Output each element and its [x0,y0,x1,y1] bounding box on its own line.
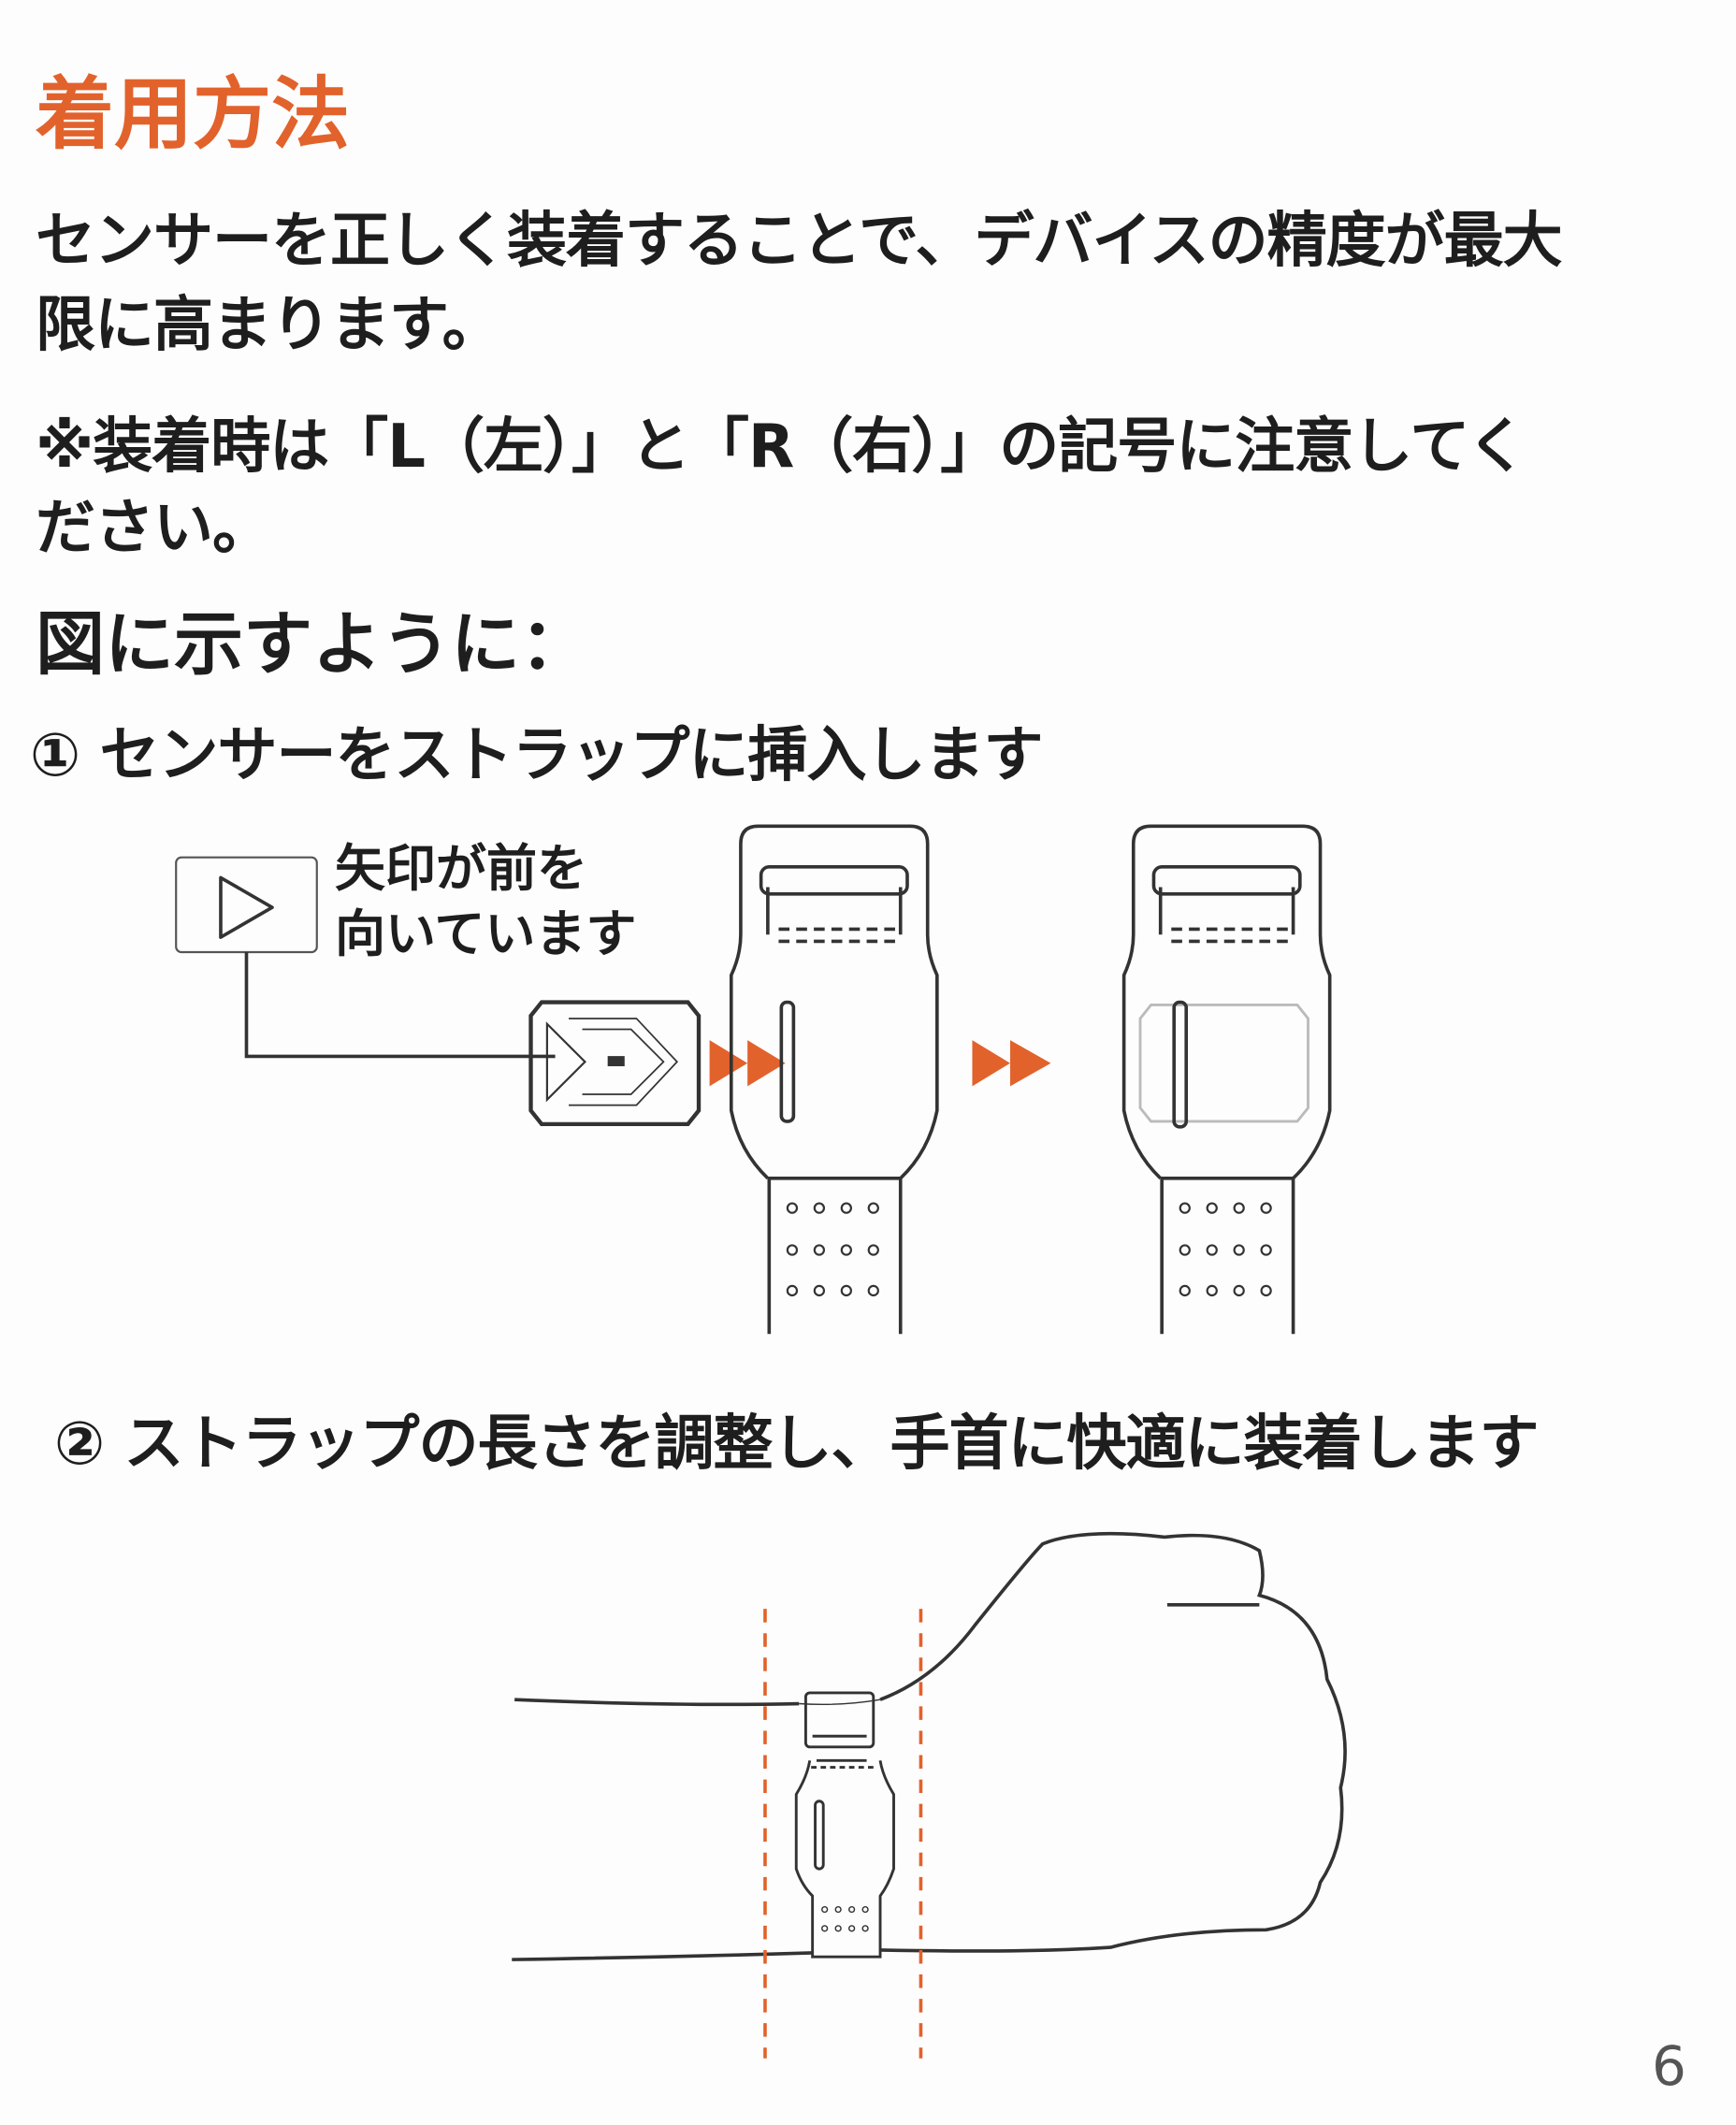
step-2-label: ② ストラップの長さを調整し、手首に快適に装着します [54,1409,1539,1479]
strap-with-sensor-icon [1121,824,1332,1335]
callout-line-1: 矢印が前を [335,839,587,898]
intro-line-2: 限に高まります。 [36,291,502,360]
page-title: 着用方法 [36,68,351,160]
page-number: 6 [1652,2034,1686,2098]
note-line-1: ※装着時は「L（左）」と「R（右）」の記号に注意してく [36,412,1526,482]
callout-line-2: 向いています [335,904,637,963]
orange-arrows-icon [709,1040,1051,1087]
sensor-device-icon [528,1000,702,1127]
note-line-2: ださい。 [36,494,272,563]
step-1-label: ① センサーをストラップに挿入します [30,721,1043,790]
wrist-guide-lines [763,1609,923,2059]
wrist-strap-icon [794,1691,895,1959]
wrist-hand-illustration [512,1531,1347,1961]
intro-line-1: センサーを正しく装着することで、デバイスの精度が最大 [36,207,1563,276]
strap-empty-icon [729,824,939,1335]
arrow-symbol-callout [175,856,556,1059]
section-heading: 図に示すように： [36,604,589,685]
